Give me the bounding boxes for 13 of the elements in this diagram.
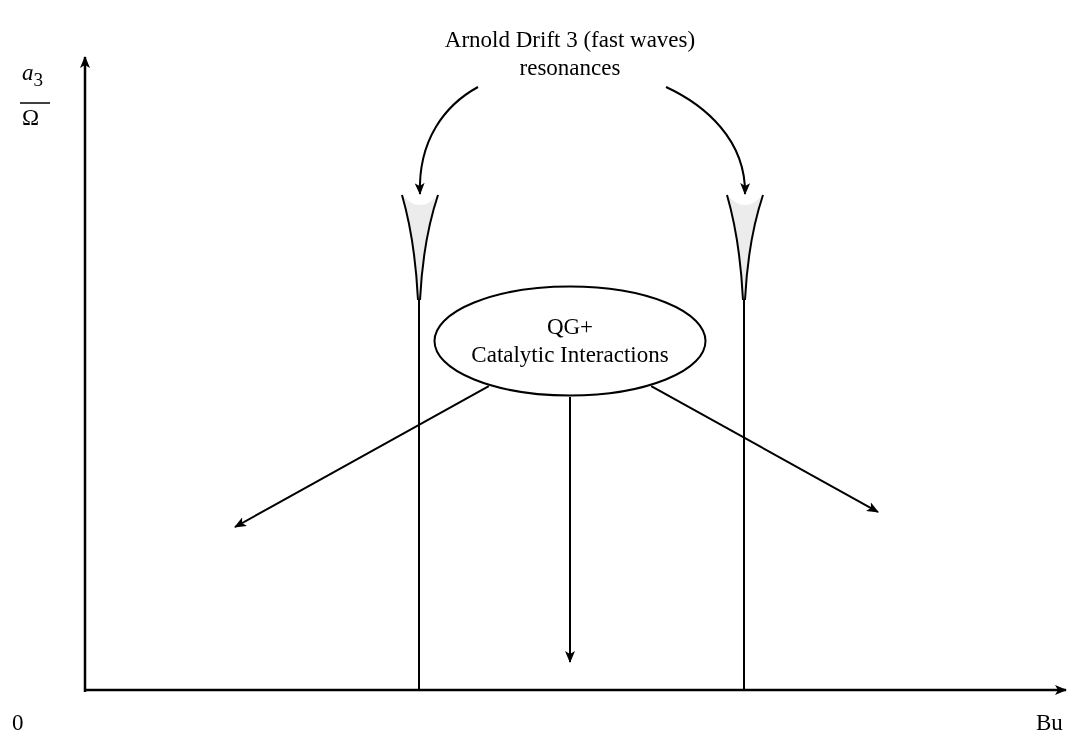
axis-label: Ω [22, 105, 40, 131]
axis-label: a$_{3}$ [22, 60, 44, 90]
arrow [650, 385, 879, 513]
node-label: QG+ [546, 313, 594, 341]
interaction-ellipse [433, 285, 707, 397]
node-label: Catalytic Interactions [471, 341, 669, 369]
tick-label: 0 [12, 710, 24, 736]
axis-label: Bu [1036, 710, 1063, 736]
arrow [234, 385, 490, 528]
arrow [665, 86, 750, 195]
arrow [565, 396, 575, 663]
annotation-text: Arnold Drift 3 (fast waves) resonances [420, 26, 720, 82]
arrow [415, 86, 479, 195]
